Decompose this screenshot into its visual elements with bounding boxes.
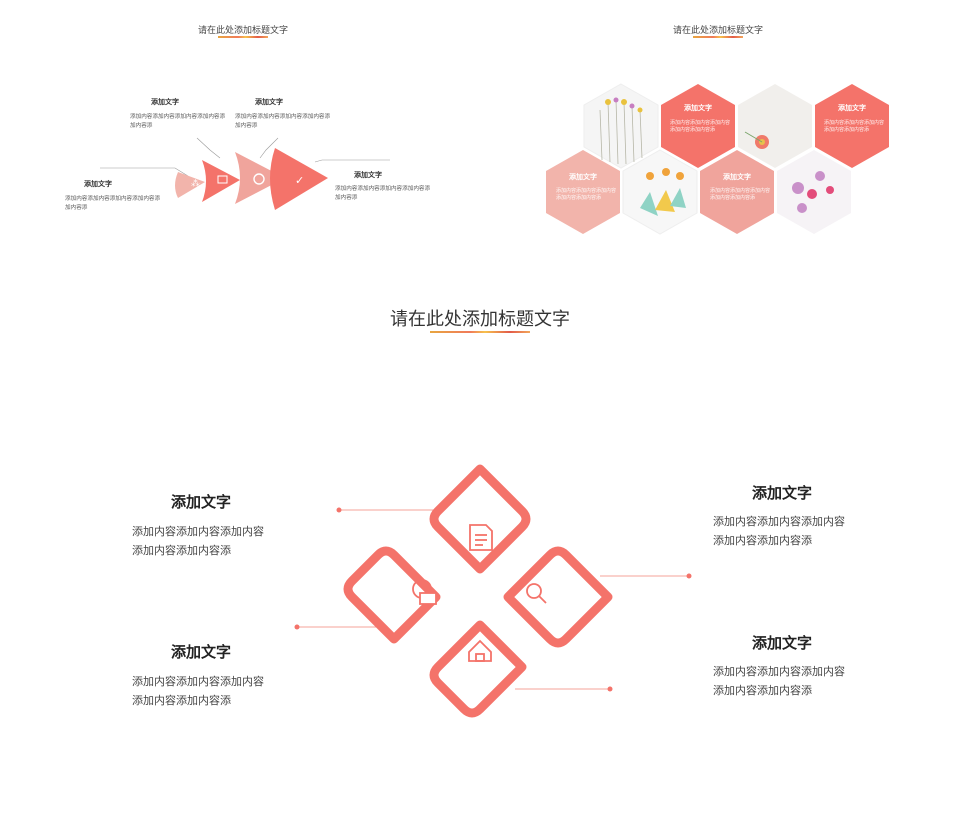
arrow-shape-2: [202, 160, 240, 202]
top-right-title: 请在此处添加标题文字: [672, 26, 763, 36]
connector-line-4: [314, 159, 390, 163]
hex-4-body: 添加内容添加内容添加内容添加内容添加内容添: [710, 188, 771, 201]
b-item-4-heading: 添加文字: [752, 634, 813, 652]
b-item-3-body: 添加内容添加内容添加内容添加内容添加内容添: [132, 675, 264, 707]
arrow-shape-4: [270, 148, 328, 210]
tl-item-3-heading: 添加文字: [84, 180, 112, 188]
petal-right: [503, 546, 613, 648]
tl-item-2-body: 添加内容添加内容添加内容添加内容添加内容添: [235, 114, 331, 129]
hex-4-heading: 添加文字: [723, 173, 751, 181]
arrow-chain-diagram: ⁂ ✓: [100, 137, 390, 210]
globe-icon: [253, 173, 265, 185]
tl-item-1-heading: 添加文字: [151, 98, 179, 106]
share-icon: ⁂: [191, 178, 200, 189]
tl-item-2-heading: 添加文字: [255, 98, 283, 106]
check-icon: ✓: [295, 174, 304, 187]
hex-text-3: [546, 150, 620, 234]
b-item-2-heading: 添加文字: [752, 484, 813, 502]
petal-bottom: [429, 620, 527, 718]
hex-photo-4: [777, 150, 851, 234]
connector-dot-4: [607, 686, 613, 692]
tl-item-3-body: 添加内容添加内容添加内容添加内容添加内容添: [65, 196, 161, 211]
top-right-title-underline: [693, 36, 743, 38]
connector-line-3: [259, 137, 279, 159]
hex-2-body: 添加内容添加内容添加内容添加内容添加内容添: [824, 120, 885, 133]
connector-line-1: [100, 167, 189, 177]
arrow-shape-3: [235, 152, 285, 204]
hexagon-grid: [546, 83, 889, 235]
hex-1-body: 添加内容添加内容添加内容添加内容添加内容添: [670, 120, 731, 133]
petal-left: [343, 546, 441, 644]
tl-item-4-body: 添加内容添加内容添加内容添加内容添加内容添: [335, 186, 431, 201]
b-item-4-body: 添加内容添加内容添加内容添加内容添加内容添: [713, 665, 845, 697]
b-item-1-heading: 添加文字: [171, 493, 232, 511]
hex-photo-1: [583, 83, 659, 169]
hex-2-heading: 添加文字: [838, 104, 866, 112]
image-icon: [217, 175, 228, 184]
hex-text-2: [815, 84, 889, 168]
hex-photo-3: [622, 149, 698, 235]
hex-photo-2: [738, 84, 812, 168]
search-icon: [526, 583, 542, 599]
b-item-2-body: 添加内容添加内容添加内容添加内容添加内容添: [713, 515, 845, 547]
tl-item-1-body: 添加内容添加内容添加内容添加内容添加内容添: [130, 114, 226, 129]
hex-text-4: [700, 150, 774, 234]
bottom-title-underline: [430, 331, 530, 333]
b-item-3-heading: 添加文字: [171, 643, 232, 661]
connector-dot-1: [336, 507, 342, 513]
hex-3-body: 添加内容添加内容添加内容添加内容添加内容添: [556, 188, 617, 201]
bottom-title: 请在此处添加标题文字: [390, 309, 570, 330]
connector-line-2: [196, 137, 221, 159]
hex-text-1: [661, 84, 735, 168]
b-item-1-body: 添加内容添加内容添加内容添加内容添加内容添: [132, 525, 264, 557]
petal-top: [429, 464, 531, 574]
hex-3-heading: 添加文字: [569, 173, 597, 181]
home-icon: [468, 639, 492, 662]
top-left-title: 请在此处添加标题文字: [197, 26, 288, 36]
top-left-title-underline: [218, 36, 268, 38]
arrow-shape-1: [175, 172, 205, 198]
hex-1-heading: 添加文字: [684, 104, 712, 112]
connector-dot-3: [294, 624, 300, 630]
tl-item-4-heading: 添加文字: [354, 171, 382, 179]
connector-dot-2: [686, 573, 692, 579]
four-petal-diagram: [294, 464, 692, 718]
document-icon: [469, 524, 493, 551]
